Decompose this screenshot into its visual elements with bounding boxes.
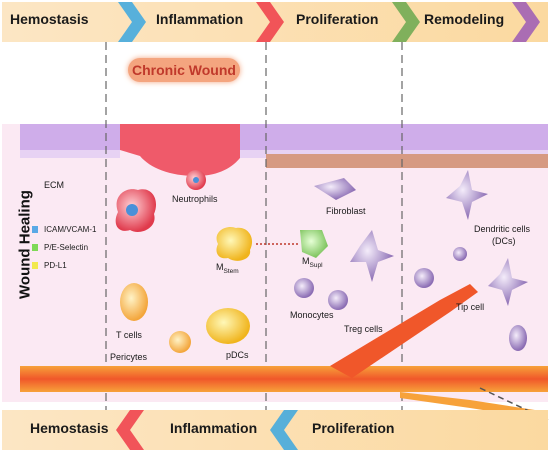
top-stage-bar: [2, 2, 548, 42]
top-stage-proliferation: Proliferation: [296, 11, 379, 27]
label-m-supl: MSupl: [302, 256, 323, 269]
label-neutrophils: Neutrophils: [172, 194, 218, 204]
legend-label-icam: ICAM/VCAM-1: [44, 225, 97, 234]
bottom-stage-bar: [2, 410, 548, 450]
fibroblast-cell: [314, 178, 356, 200]
legend-swatch-pdl1: [32, 262, 38, 269]
pericyte-cell: [169, 331, 191, 353]
label-m-stem-sub: Stem: [223, 267, 239, 275]
label-fibroblast: Fibroblast: [326, 206, 366, 216]
label-t-cells: T cells: [116, 330, 142, 340]
label-m-supl-sub: Supl: [309, 261, 323, 269]
pdc-cell: [206, 308, 250, 344]
top-stage-inflammation: Inflammation: [156, 11, 244, 27]
legend-swatch-selectin: [32, 244, 38, 251]
wound-area: [120, 124, 240, 176]
dendritic-cell: [350, 230, 394, 282]
label-m-stem: MStem: [216, 262, 239, 275]
label-m-stem-main: M: [216, 262, 224, 272]
m-supl-cell: [300, 230, 328, 258]
top-stage-remodeling: Remodeling: [424, 11, 505, 27]
neutrophil-small-cell: [186, 170, 206, 190]
m-stem-cell: [216, 226, 253, 261]
monocyte-cells: [294, 247, 527, 351]
top-stage-hemostasis: Hemostasis: [10, 11, 89, 27]
label-dendritic-2: (DCs): [492, 236, 516, 246]
bottom-stage-hemostasis: Hemostasis: [30, 420, 109, 436]
tissue-panel: [2, 124, 548, 402]
label-monocytes: Monocytes: [290, 310, 334, 320]
chronic-wound-badge: Chronic Wound: [128, 58, 240, 82]
side-title: Wound Healing: [16, 190, 34, 299]
legend-swatch-icam: [32, 226, 38, 233]
label-dendritic-1: Dendritic cells: [474, 224, 531, 234]
epidermis-layer: [20, 124, 548, 168]
bottom-stage-inflammation: Inflammation: [170, 420, 258, 436]
neutrophil-cell: [115, 189, 157, 233]
legend-label-pdl1: PD-L1: [44, 261, 67, 270]
bottom-stage-proliferation: Proliferation: [312, 420, 395, 436]
t-cell: [120, 283, 148, 321]
legend-label-selectin: P/E-Selectin: [44, 243, 89, 252]
label-pericytes: Pericytes: [110, 352, 148, 362]
label-pdcs: pDCs: [226, 350, 249, 360]
stage-dividers: [105, 42, 403, 410]
label-m-supl-main: M: [302, 256, 310, 266]
label-treg: Treg cells: [344, 324, 383, 334]
label-tip-cell: Tip cell: [456, 302, 485, 312]
dendritic-cell-right: [446, 170, 528, 306]
ecm-label: ECM: [44, 180, 64, 190]
